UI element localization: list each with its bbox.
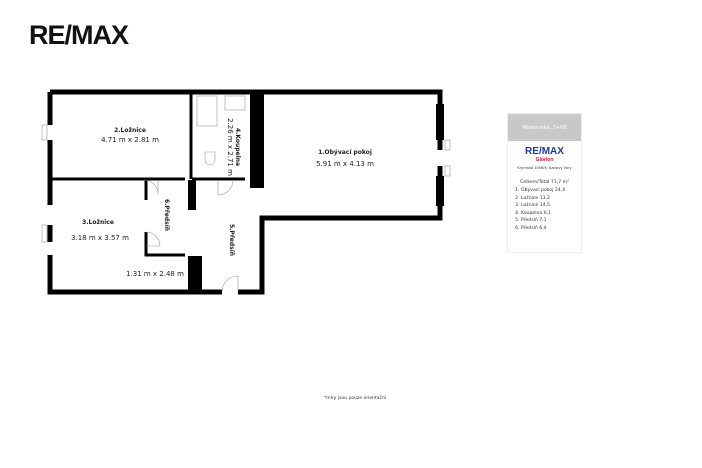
window-icon [444,165,451,177]
door-swing-icon [143,179,159,195]
door-swing-icon [217,179,234,196]
list-item: Předsíň 6,4 [521,225,581,233]
wall-pier [436,176,444,206]
brand-name: RE/MAX [525,146,564,157]
area-list: Obývací pokoj 24,4 Ložnice 13,2 Ložnice … [512,187,581,232]
bathtub-icon [196,95,218,127]
outer-wall [47,89,443,295]
door-swing-icon [221,275,239,293]
office-name: Glorion [535,157,554,163]
list-item: Obývací pokoj 24,4 [521,187,581,195]
room-name: 4.Koupelna [234,128,241,166]
list-item: Předsíň 7,1 [521,217,581,225]
list-item: Ložnice 14,5 [521,202,581,210]
panel-title: Moskevská, 3+KK [508,114,581,141]
disclaimer-note: *míry jsou pouze orientační [324,396,387,401]
info-panel: Moskevská, 3+KK RE/MAX Glorion Krymská 1… [507,113,582,253]
door-swing-icon [145,231,161,247]
room-dims: 2.26 m x 2.71 m [226,118,234,176]
walls [47,89,443,295]
room-dims: 5.91 m x 4.13 m [316,160,374,168]
wall-pier [436,104,444,140]
room-dims: 4.71 m x 2.81 m [101,136,159,144]
room-name: 6.Předsíň [163,199,170,231]
list-item: Koupelna 6,1 [521,210,581,218]
remax-logo: RE/MAX [29,20,129,50]
toilet-icon [204,151,216,166]
fixtures [41,95,451,293]
room-name: 2.Ložnice [114,127,146,134]
address: Krymská 1056/5, Karlovy Vary [517,166,572,170]
wall-column [250,92,264,188]
list-item: Ložnice 13,2 [521,195,581,203]
room-dims: 1.31 m x 2.48 m [126,270,184,278]
remax-brand: RE/MAX Glorion [508,146,581,163]
window-icon [444,139,451,151]
window-icon [41,124,48,141]
room-name: 5.Předsíň [228,224,235,256]
room-name: 3.Ložnice [82,219,114,226]
inner-wall [144,179,185,257]
sink-icon [224,95,246,111]
room-dims: 3.18 m x 3.57 m [71,234,129,242]
wall-column [188,180,196,210]
room-name: 1.Obývací pokoj [318,149,372,156]
window-icon [41,224,48,243]
wall-column [188,256,202,292]
total-area: Celkem/Total 71,7 m² [520,180,569,185]
